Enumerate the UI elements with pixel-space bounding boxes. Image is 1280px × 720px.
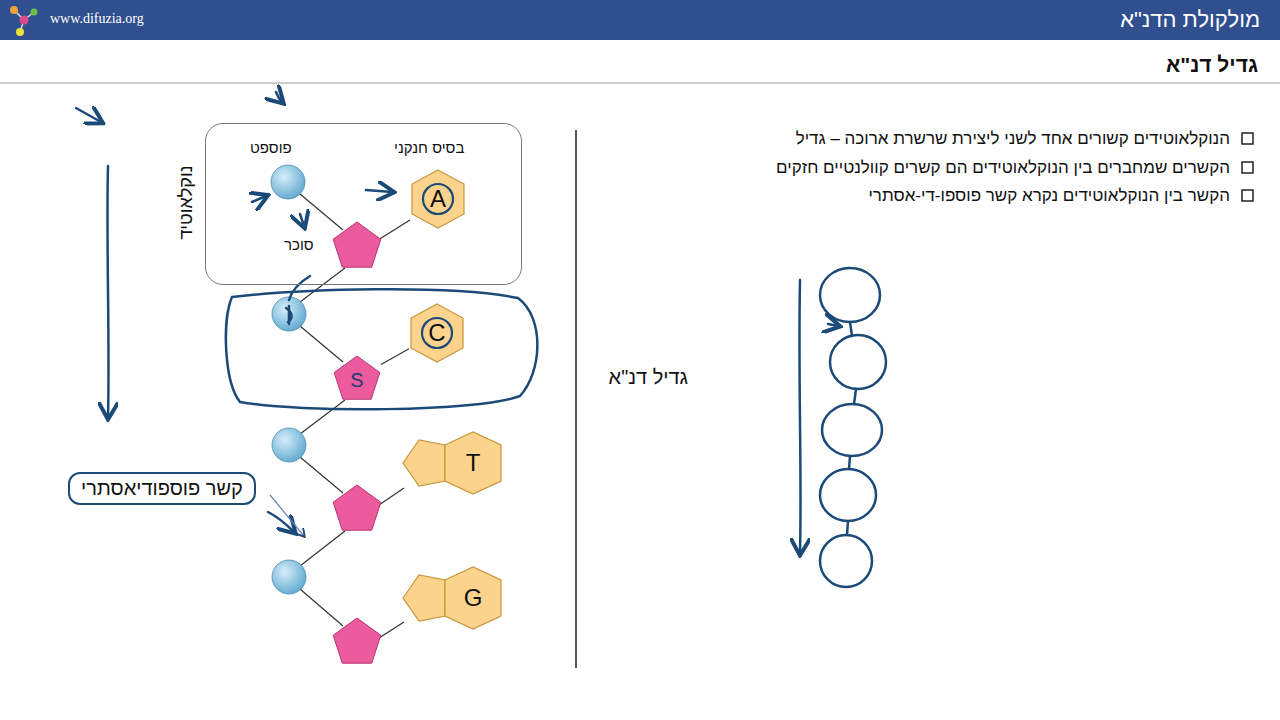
node-text-wrap: S bbox=[333, 355, 381, 401]
node-text-wrap: T bbox=[395, 430, 505, 496]
base-hexagon: C bbox=[409, 302, 465, 364]
base-hexagon: A bbox=[410, 168, 466, 230]
node-text: פוספט bbox=[250, 139, 292, 156]
bullet-text: הקשרים שמחברים בין הנוקלאוטידים הם קשרים… bbox=[776, 158, 1230, 178]
node-text: A bbox=[430, 185, 446, 213]
handwriting bbox=[76, 92, 886, 587]
divider bbox=[575, 130, 577, 668]
node-text-wrap: C bbox=[409, 302, 465, 364]
nucleotide-box: נוקלאוטידפוספטבסיס חנקניסוכרA bbox=[205, 123, 522, 285]
node-text-wrap: A bbox=[410, 168, 466, 230]
bond-label: קשר פוספודיאסתרי bbox=[68, 472, 256, 505]
site-url: www.difuzia.org bbox=[50, 11, 144, 27]
node-text: T bbox=[395, 449, 501, 477]
phosphate-circles bbox=[271, 165, 306, 594]
bullet-text: הקשר בין הנוקלאוטידים נקרא קשר פוספו-די-… bbox=[868, 186, 1230, 206]
bullet-boxes bbox=[1242, 133, 1253, 201]
pointer-arrow bbox=[270, 495, 304, 536]
purine-rings bbox=[395, 565, 505, 631]
node-text: סוכר bbox=[284, 236, 314, 253]
purine-rings bbox=[395, 430, 505, 496]
bullet-text: הנוקלאוטידים קשורים אחד לשני ליצירת שרשר… bbox=[796, 129, 1230, 149]
backbone-lines bbox=[300, 194, 410, 638]
node-text: C bbox=[428, 319, 445, 347]
sugar-pentagon: S bbox=[333, 355, 381, 401]
base-link bbox=[381, 349, 409, 365]
node-text: קשר פוספודיאסתרי bbox=[81, 477, 243, 500]
strand-label: גדיל דנ"א bbox=[609, 366, 688, 389]
node-text: S bbox=[350, 365, 363, 392]
logo bbox=[10, 6, 38, 36]
slide-title: מולקולת הדנ"א bbox=[1120, 7, 1260, 33]
node-text: נוקלאוטיד bbox=[176, 148, 197, 258]
node-text-wrap: G bbox=[395, 565, 505, 631]
subheading: גדיל דנ"א bbox=[1166, 53, 1258, 77]
node-text: G bbox=[395, 584, 501, 612]
purine-base: T bbox=[395, 430, 505, 496]
purine-base: G bbox=[395, 565, 505, 631]
rule bbox=[0, 83, 1280, 84]
header-bar bbox=[0, 0, 1280, 40]
node-text-wrap: קשר פוספודיאסתרי bbox=[80, 477, 244, 500]
node-text: בסיס חנקני bbox=[394, 139, 464, 156]
